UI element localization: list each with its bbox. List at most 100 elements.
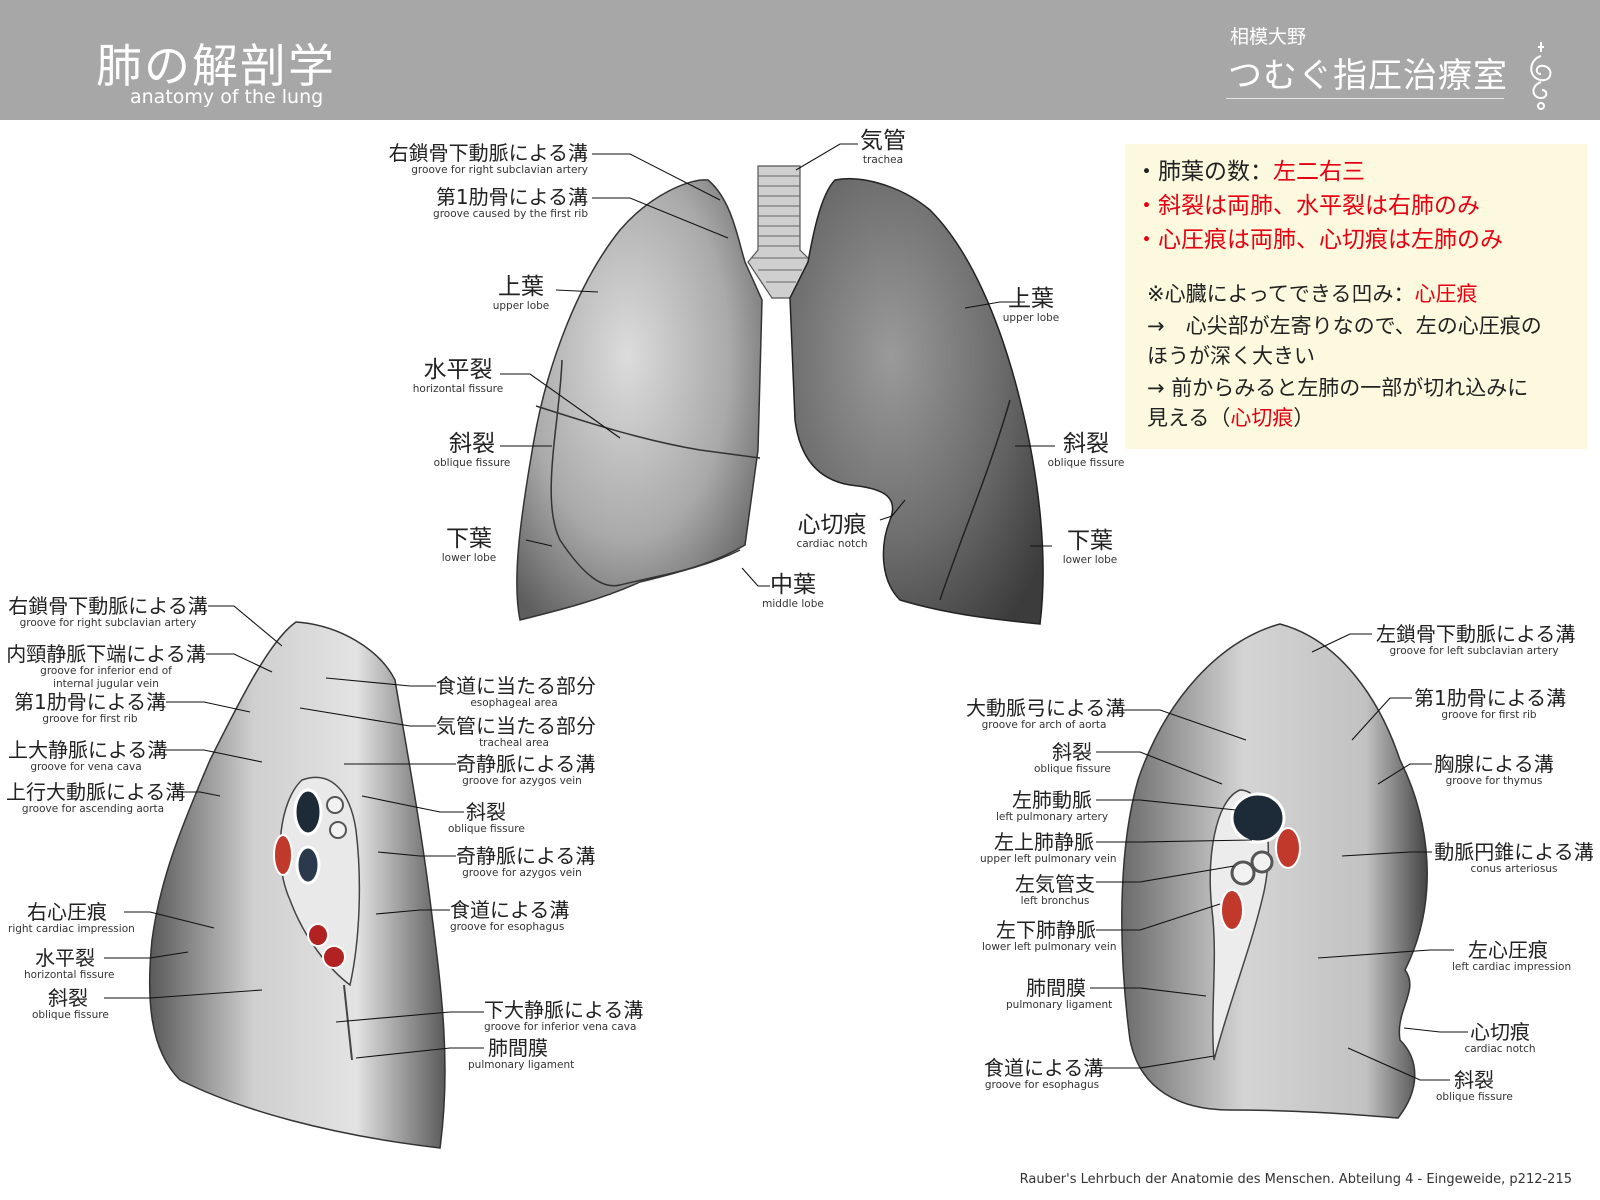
label-en: conus arteriosus bbox=[1470, 863, 1558, 875]
label-jp: 肺間膜 bbox=[1026, 976, 1086, 1000]
label-first-rib-groove: 第1肋骨による溝 groove caused by the first rib bbox=[433, 187, 588, 220]
label-en: upper left pulmonary vein bbox=[980, 853, 1117, 865]
note5-red-term: 心切痕 bbox=[1230, 406, 1294, 430]
note-line-2: → 心尖部が左寄りなので、左の心圧痕の bbox=[1147, 314, 1542, 338]
label-en: groove for first rib bbox=[42, 713, 138, 725]
label-en: horizontal fissure bbox=[24, 969, 115, 981]
label-rl-ivc-groove: 下大静脈による溝 groove for inferior vena cava bbox=[484, 1000, 643, 1033]
fissure-line: ・斜裂は両肺、水平裂は右肺のみ bbox=[1135, 193, 1480, 219]
label-ll-cardiac-notch: 心切痕 cardiac notch bbox=[1462, 1022, 1538, 1055]
note-red-term: 心圧痕 bbox=[1414, 282, 1478, 306]
label-jp: 第1肋骨による溝 bbox=[1414, 686, 1567, 710]
label-jp: 斜裂 bbox=[466, 800, 506, 824]
summary-note-box: ・肺葉の数：左二右三 ・斜裂は両肺、水平裂は右肺のみ ・心圧痕は両肺、心切痕は左… bbox=[1125, 144, 1587, 449]
label-en: left bronchus bbox=[1020, 895, 1090, 907]
page-subtitle: anatomy of the lung bbox=[130, 86, 324, 108]
label-rl-pulmonary-ligament: 肺間膜 pulmonary ligament bbox=[468, 1036, 575, 1071]
label-rl-esophagus-groove: 食道による溝 groove for esophagus bbox=[450, 900, 569, 933]
label-trachea: 気管 trachea bbox=[858, 130, 908, 166]
label-front-left-oblique: 斜裂 oblique fissure bbox=[1040, 433, 1132, 469]
cardiac-line: ・心圧痕は両肺、心切痕は左肺のみ bbox=[1135, 227, 1503, 253]
label-en: groove for azygos vein bbox=[462, 867, 582, 879]
label-en: upper lobe bbox=[492, 300, 550, 312]
label-en: horizontal fissure bbox=[412, 383, 504, 395]
label-en: pulmonary ligament bbox=[468, 1059, 575, 1071]
label-rl-first-rib: 第1肋骨による溝 groove for first rib bbox=[14, 692, 166, 725]
label-jp: 上行大動脈による溝 bbox=[6, 780, 186, 804]
label-jp: 奇静脈による溝 bbox=[456, 752, 596, 776]
label-jp: 水平裂 bbox=[35, 946, 95, 970]
label-en: oblique fissure bbox=[1436, 1091, 1513, 1103]
label-jp: 左気管支 bbox=[1015, 872, 1095, 896]
label-jp: 左下肺静脈 bbox=[996, 918, 1096, 942]
right-bronchus-1 bbox=[293, 788, 323, 836]
label-jp: 右鎖骨下動脈による溝 bbox=[388, 141, 588, 165]
label-jp: 食道に当たる部分 bbox=[436, 674, 596, 698]
label-rl-subclavian: 右鎖骨下動脈による溝 groove for right subclavian a… bbox=[8, 596, 208, 629]
clinic-underline bbox=[1226, 98, 1504, 99]
label-jp: 気管 bbox=[860, 128, 906, 154]
label-jp: 心切痕 bbox=[1470, 1020, 1530, 1044]
label-jp: 第1肋骨による溝 bbox=[435, 185, 588, 209]
label-en: groove caused by the first rib bbox=[433, 208, 588, 220]
label-en: groove for inferior end of bbox=[40, 665, 172, 677]
label-en: cardiac notch bbox=[1464, 1043, 1536, 1055]
label-jp: 肺間膜 bbox=[488, 1036, 548, 1060]
left-lower-vein bbox=[1220, 889, 1244, 931]
lobe-count-value: 左二右三 bbox=[1273, 159, 1365, 185]
right-bronchus-2 bbox=[295, 845, 321, 885]
label-en: pulmonary ligament bbox=[1006, 999, 1113, 1011]
header-bar: 肺の解剖学 anatomy of the lung 相模大野 つむぐ指圧治療室 bbox=[0, 0, 1600, 120]
front-right-lung bbox=[516, 179, 763, 621]
label-en: trachea bbox=[862, 154, 904, 166]
label-en-2: internal jugular vein bbox=[53, 677, 159, 690]
note-line-4: → 前からみると左肺の一部が切れ込みに bbox=[1147, 376, 1529, 400]
front-view-lungs bbox=[516, 165, 1044, 625]
label-en: lower left pulmonary vein bbox=[982, 941, 1117, 953]
label-jp: 胸腺による溝 bbox=[1434, 752, 1554, 776]
label-en: right cardiac impression bbox=[8, 923, 135, 935]
label-jp: 気管に当たる部分 bbox=[436, 714, 596, 738]
label-rl-ascending-aorta: 上行大動脈による溝 groove for ascending aorta bbox=[6, 780, 186, 815]
label-jp: 内頸静脈下端による溝 bbox=[6, 642, 206, 666]
label-jp: 左上肺静脈 bbox=[994, 830, 1094, 854]
label-en: groove for inferior vena cava bbox=[484, 1021, 637, 1033]
label-en: groove for ascending aorta bbox=[21, 803, 165, 815]
label-right-subclavian-groove: 右鎖骨下動脈による溝 groove for right subclavian a… bbox=[389, 143, 588, 176]
label-jp: 動脈円錐による溝 bbox=[1434, 840, 1594, 864]
label-jp: 心切痕 bbox=[797, 512, 867, 538]
front-left-lung bbox=[789, 178, 1044, 625]
label-en: esophageal area bbox=[470, 697, 558, 709]
label-jp: 右心圧痕 bbox=[27, 900, 107, 924]
label-en: groove for arch of aorta bbox=[981, 719, 1107, 731]
spiral-logo-icon bbox=[1530, 42, 1552, 110]
label-jp: 下葉 bbox=[446, 526, 492, 552]
label-en: oblique fissure bbox=[32, 1009, 109, 1021]
label-en: left cardiac impression bbox=[1452, 961, 1572, 973]
label-jp: 斜裂 bbox=[1454, 1068, 1494, 1092]
label-cardiac-notch-front: 心切痕 cardiac notch bbox=[788, 514, 876, 550]
label-rl-oblique-2: 斜裂 oblique fissure bbox=[448, 800, 525, 835]
label-en: lower lobe bbox=[1062, 554, 1118, 566]
label-jp: 上大静脈による溝 bbox=[8, 738, 168, 762]
label-en: groove for first rib bbox=[1441, 709, 1537, 721]
note-prefix: ※心臓によってできる凹み： bbox=[1147, 282, 1415, 306]
trachea-rings bbox=[752, 175, 808, 283]
label-ll-conus: 動脈円錐による溝 conus arteriosus bbox=[1434, 842, 1594, 875]
label-ll-oblique: 斜裂 oblique fissure bbox=[1034, 740, 1111, 775]
label-rl-tracheal-area: 気管に当たる部分 tracheal area bbox=[436, 714, 596, 749]
horizontal-fissure-line bbox=[535, 405, 761, 459]
front-left-oblique-line bbox=[939, 399, 1011, 601]
lobe-count-prefix: ・肺葉の数： bbox=[1135, 159, 1273, 185]
left-bronchus bbox=[1250, 850, 1274, 874]
note5-prefix: 見える（ bbox=[1147, 406, 1231, 430]
label-jp: 右鎖骨下動脈による溝 bbox=[8, 594, 208, 618]
label-jp: 上葉 bbox=[1008, 286, 1054, 312]
right-lung-medial-view bbox=[148, 621, 446, 1149]
source-citation: Rauber's Lehrbuch der Anatomie des Mensc… bbox=[1019, 1172, 1572, 1187]
label-en: groove for esophagus bbox=[450, 921, 565, 933]
right-vein-2 bbox=[322, 945, 346, 969]
label-left-upper-lobe: 上葉 upper lobe bbox=[998, 288, 1064, 324]
note-line-1: ※心臓によってできる凹み：心圧痕 bbox=[1147, 278, 1478, 308]
label-jp: 斜裂 bbox=[1052, 740, 1092, 764]
